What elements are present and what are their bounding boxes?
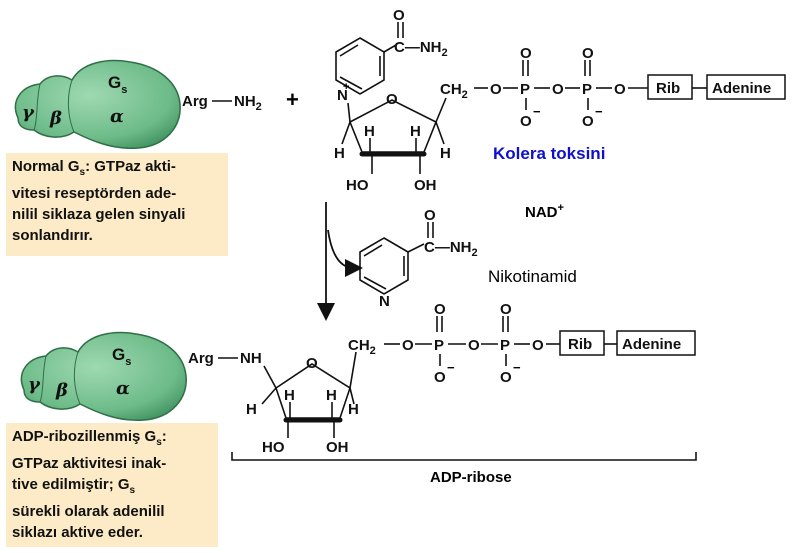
plus-sign: + bbox=[286, 87, 299, 112]
svg-text:O: O bbox=[434, 369, 446, 386]
product-rib-box bbox=[559, 330, 605, 356]
svg-text:Rib: Rib bbox=[656, 80, 680, 97]
svg-text:H: H bbox=[348, 401, 359, 418]
svg-text:O: O bbox=[386, 91, 398, 108]
nad-phosphate-chain: CH2 O P O O − O P O O − O Rib Adenine bbox=[440, 45, 786, 130]
svg-text:O: O bbox=[424, 207, 436, 224]
svg-text:H: H bbox=[410, 123, 421, 140]
svg-text:H: H bbox=[364, 123, 375, 140]
alpha-subunit-top: α bbox=[110, 106, 124, 127]
svg-text:Adenine: Adenine bbox=[712, 80, 771, 97]
svg-text:O: O bbox=[468, 337, 480, 354]
beta-subunit-bottom: β bbox=[55, 380, 68, 401]
svg-text:O: O bbox=[306, 355, 318, 372]
svg-text:O: O bbox=[393, 7, 405, 24]
arg-label-top: Arg bbox=[182, 93, 208, 110]
svg-text:OH: OH bbox=[326, 439, 349, 456]
adp-ribose-bracket bbox=[231, 452, 697, 461]
svg-text:HO: HO bbox=[262, 439, 285, 456]
gs-protein-bottom: γ β α Gs bbox=[20, 331, 187, 421]
svg-text:O: O bbox=[552, 81, 564, 98]
nad-adenine-box bbox=[706, 74, 786, 100]
svg-text:−: − bbox=[447, 360, 455, 375]
svg-text:P: P bbox=[582, 81, 592, 98]
product-phosphate-chain: CH2 O P O O − O P O O − O Rib Adenine bbox=[348, 301, 696, 386]
alpha-subunit-bottom: α bbox=[116, 378, 130, 399]
svg-text:O: O bbox=[434, 301, 446, 318]
svg-text:O: O bbox=[532, 337, 544, 354]
note-normal-gs: Normal Gs: GTPaz akti- vitesi reseptörde… bbox=[6, 153, 228, 256]
toxin-label: Kolera toksini bbox=[493, 144, 605, 163]
gamma-subunit-bottom: γ bbox=[28, 374, 41, 395]
reaction-arrow bbox=[317, 202, 363, 321]
svg-text:CH2: CH2 bbox=[348, 337, 376, 357]
svg-text:O: O bbox=[402, 337, 414, 354]
svg-text:O: O bbox=[582, 113, 594, 130]
svg-text:O: O bbox=[614, 81, 626, 98]
nh2-label-top: NH2 bbox=[234, 93, 262, 113]
nad-rib-box bbox=[647, 74, 693, 100]
svg-text:H: H bbox=[440, 145, 451, 162]
nad-ribose-ring: O H H H H HO OH bbox=[334, 91, 451, 194]
svg-text:P: P bbox=[500, 337, 510, 354]
nicotinamide-label: Nikotinamid bbox=[488, 267, 577, 286]
svg-text:P: P bbox=[520, 81, 530, 98]
svg-text:O: O bbox=[490, 81, 502, 98]
svg-text:OH: OH bbox=[414, 177, 437, 194]
svg-text:−: − bbox=[595, 104, 603, 119]
product-ribose-ring: O H H H H HO OH bbox=[246, 351, 359, 456]
gs-label-bottom: Gs bbox=[112, 345, 131, 368]
svg-text:−: − bbox=[513, 360, 521, 375]
nad-nicotinamide-ring: O C—NH2 N + bbox=[335, 7, 448, 123]
gs-protein-top: γ β α Gs bbox=[14, 59, 181, 149]
arg-label-bottom: Arg bbox=[188, 350, 214, 367]
svg-text:H: H bbox=[246, 401, 257, 418]
svg-text:O: O bbox=[520, 45, 532, 62]
nicotinamide-structure: O C—NH2 N bbox=[359, 207, 478, 310]
svg-text:O: O bbox=[582, 45, 594, 62]
nad-ring-n: N bbox=[337, 87, 348, 104]
beta-subunit-top: β bbox=[49, 108, 62, 129]
svg-text:Rib: Rib bbox=[568, 336, 592, 353]
svg-text:Adenine: Adenine bbox=[622, 336, 681, 353]
svg-text:H: H bbox=[284, 387, 295, 404]
svg-text:+: + bbox=[343, 81, 349, 93]
nh-label-bottom: NH bbox=[240, 350, 262, 367]
svg-text:HO: HO bbox=[346, 177, 369, 194]
product-adenine-box bbox=[616, 330, 696, 356]
svg-text:−: − bbox=[533, 104, 541, 119]
nad-ch2: CH2 bbox=[440, 81, 468, 101]
gs-label-top: Gs bbox=[108, 73, 127, 96]
svg-text:O: O bbox=[500, 369, 512, 386]
svg-text:N: N bbox=[379, 293, 390, 310]
svg-text:H: H bbox=[334, 145, 345, 162]
nad-amide-label: C—NH2 bbox=[394, 39, 448, 59]
svg-text:C—NH2: C—NH2 bbox=[424, 239, 478, 259]
svg-text:H: H bbox=[326, 387, 337, 404]
svg-text:O: O bbox=[500, 301, 512, 318]
note-adp-ribosylated-gs: ADP-ribozillenmiş Gs: GTPaz aktivitesi i… bbox=[6, 423, 218, 547]
nad-label: NAD+ bbox=[525, 202, 564, 221]
svg-text:P: P bbox=[434, 337, 444, 354]
adp-ribose-label: ADP-ribose bbox=[430, 469, 512, 486]
svg-text:O: O bbox=[520, 113, 532, 130]
gamma-subunit-top: γ bbox=[22, 102, 35, 123]
